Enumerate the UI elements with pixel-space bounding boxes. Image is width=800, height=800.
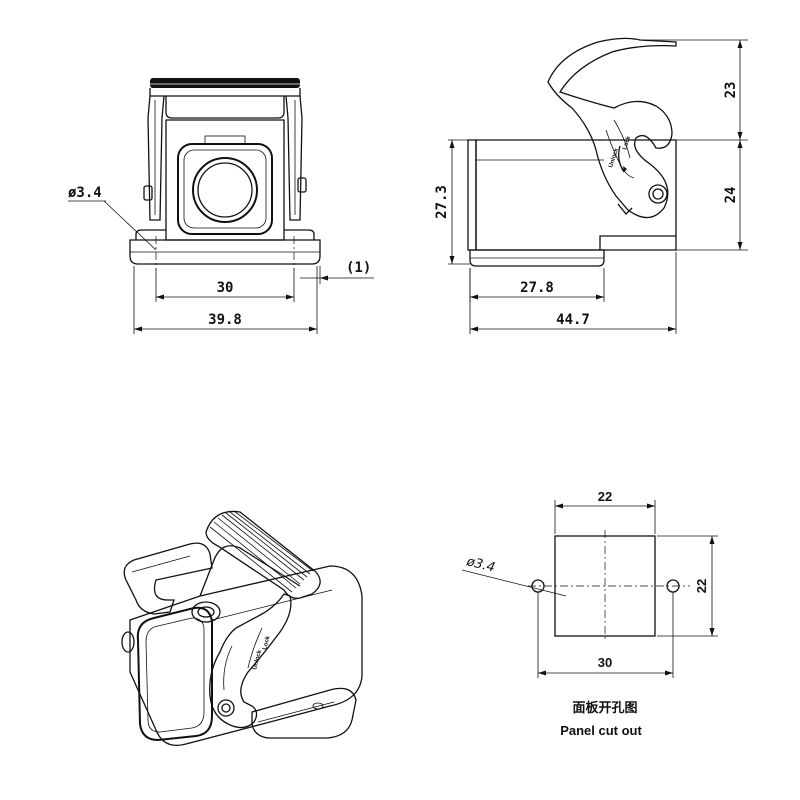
side-view: Unlock Lock 27.3 23 24 (434, 37, 748, 334)
side-dim-27-3: 27.3 (434, 139, 476, 265)
side-base-width-label: 27.8 (520, 280, 554, 296)
cutout-dim-30: 30 (537, 592, 674, 678)
front-offset-label: (1) (346, 260, 371, 276)
iso-base-plate (251, 687, 357, 739)
side-lever-height-label: 23 (723, 82, 739, 99)
side-dim-23: 23 (640, 39, 748, 141)
front-dim-diameter: ø3.4 (68, 185, 157, 251)
front-overall-width-label: 39.8 (208, 312, 242, 328)
side-lever (547, 37, 677, 219)
isometric-view: Unlock Lock (121, 510, 363, 747)
cutout-caption-cn: 面板开孔图 (572, 700, 637, 715)
front-flange (129, 239, 321, 265)
front-square-frame (177, 143, 273, 235)
cutout-top-width-label: 22 (598, 489, 612, 504)
cutout-dim-right: 22 (657, 535, 718, 637)
panel-cutout-view: 22 22 30 ø3.4 面板开孔图 Panel cut out (461, 489, 718, 738)
side-dim-44-7: 44.7 (469, 252, 677, 334)
front-bore (192, 157, 258, 223)
front-dim-30: 30 (155, 268, 295, 302)
iso-left-lever (123, 542, 213, 615)
cutout-hole-diameter-label: ø3.4 (464, 554, 496, 576)
iso-body (129, 565, 363, 747)
front-hole-spacing-label: 30 (217, 280, 234, 296)
side-dim-27-8: 27.8 (469, 268, 605, 302)
front-dim-offset: (1) (300, 260, 374, 284)
side-overall-length-label: 44.7 (556, 312, 590, 328)
cutout-right-height-label: 22 (694, 579, 709, 593)
cutout-hole-spacing-label: 30 (598, 655, 612, 670)
front-hole-diameter-label: ø3.4 (68, 185, 102, 201)
cutout-dim-diameter: ø3.4 (461, 554, 567, 597)
iso-unlock-label: Unlock (252, 649, 263, 671)
front-right-arm (285, 95, 303, 221)
side-flange (469, 249, 605, 267)
side-dim-24: 24 (676, 140, 748, 251)
side-body (475, 139, 677, 251)
iso-front-opening (136, 606, 213, 742)
front-top-cap (149, 78, 301, 97)
side-base-height-label: 24 (723, 187, 739, 204)
front-dim-39-8: 39.8 (133, 266, 318, 334)
side-body-height-label: 27.3 (434, 185, 450, 219)
iso-right-lever (209, 593, 292, 729)
cutout-caption-en: Panel cut out (560, 723, 642, 738)
iso-cap-ribs (209, 510, 314, 593)
iso-cap (205, 510, 321, 599)
iso-lock-label: Lock (262, 635, 272, 651)
side-lock-label: Lock (622, 135, 632, 151)
cutout-dim-top: 22 (554, 489, 656, 534)
front-view: ø3.4 30 39.8 (1) (68, 78, 374, 334)
front-left-arm (147, 95, 165, 221)
